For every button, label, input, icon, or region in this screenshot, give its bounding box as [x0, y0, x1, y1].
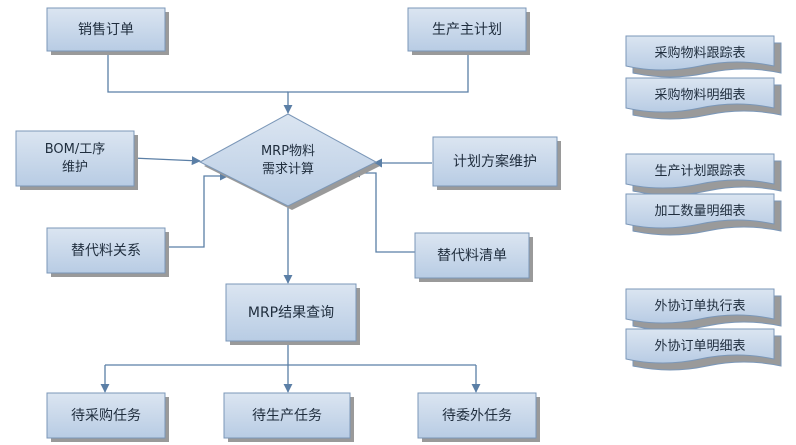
report-processing-detail-shape: [625, 193, 775, 229]
substitute-list-box: [414, 232, 530, 279]
bom-process-box: [15, 130, 135, 187]
report-production-tracking-shape: [625, 153, 775, 189]
report-purchase-tracking-shape: [625, 35, 775, 71]
connector-sales-order: [107, 52, 288, 93]
connector-bom: [131, 156, 201, 166]
plan-scheme-box: [432, 136, 558, 187]
mrp-decision: [198, 113, 380, 210]
mrp-decision-diamond: [198, 113, 378, 207]
production-plan-box: [407, 7, 527, 52]
mrp-result-box: [225, 283, 357, 342]
substitute-relation-box: [46, 227, 166, 274]
connector-production-plan: [283, 52, 469, 114]
sales-order-box: [46, 7, 166, 52]
pending-purchase-box: [46, 392, 166, 439]
connector-substitute-relation: [168, 171, 229, 248]
process-boxes: [15, 7, 561, 442]
pending-outsource-box: [417, 392, 537, 439]
report-documents: [625, 35, 782, 371]
report-outsource-execution-shape: [625, 288, 775, 324]
pending-production-box: [223, 392, 351, 439]
report-outsource-detail-shape: [625, 328, 775, 364]
connectors: [100, 52, 481, 393]
report-purchase-detail-shape: [625, 77, 775, 113]
connector-substitute-list: [351, 168, 415, 253]
